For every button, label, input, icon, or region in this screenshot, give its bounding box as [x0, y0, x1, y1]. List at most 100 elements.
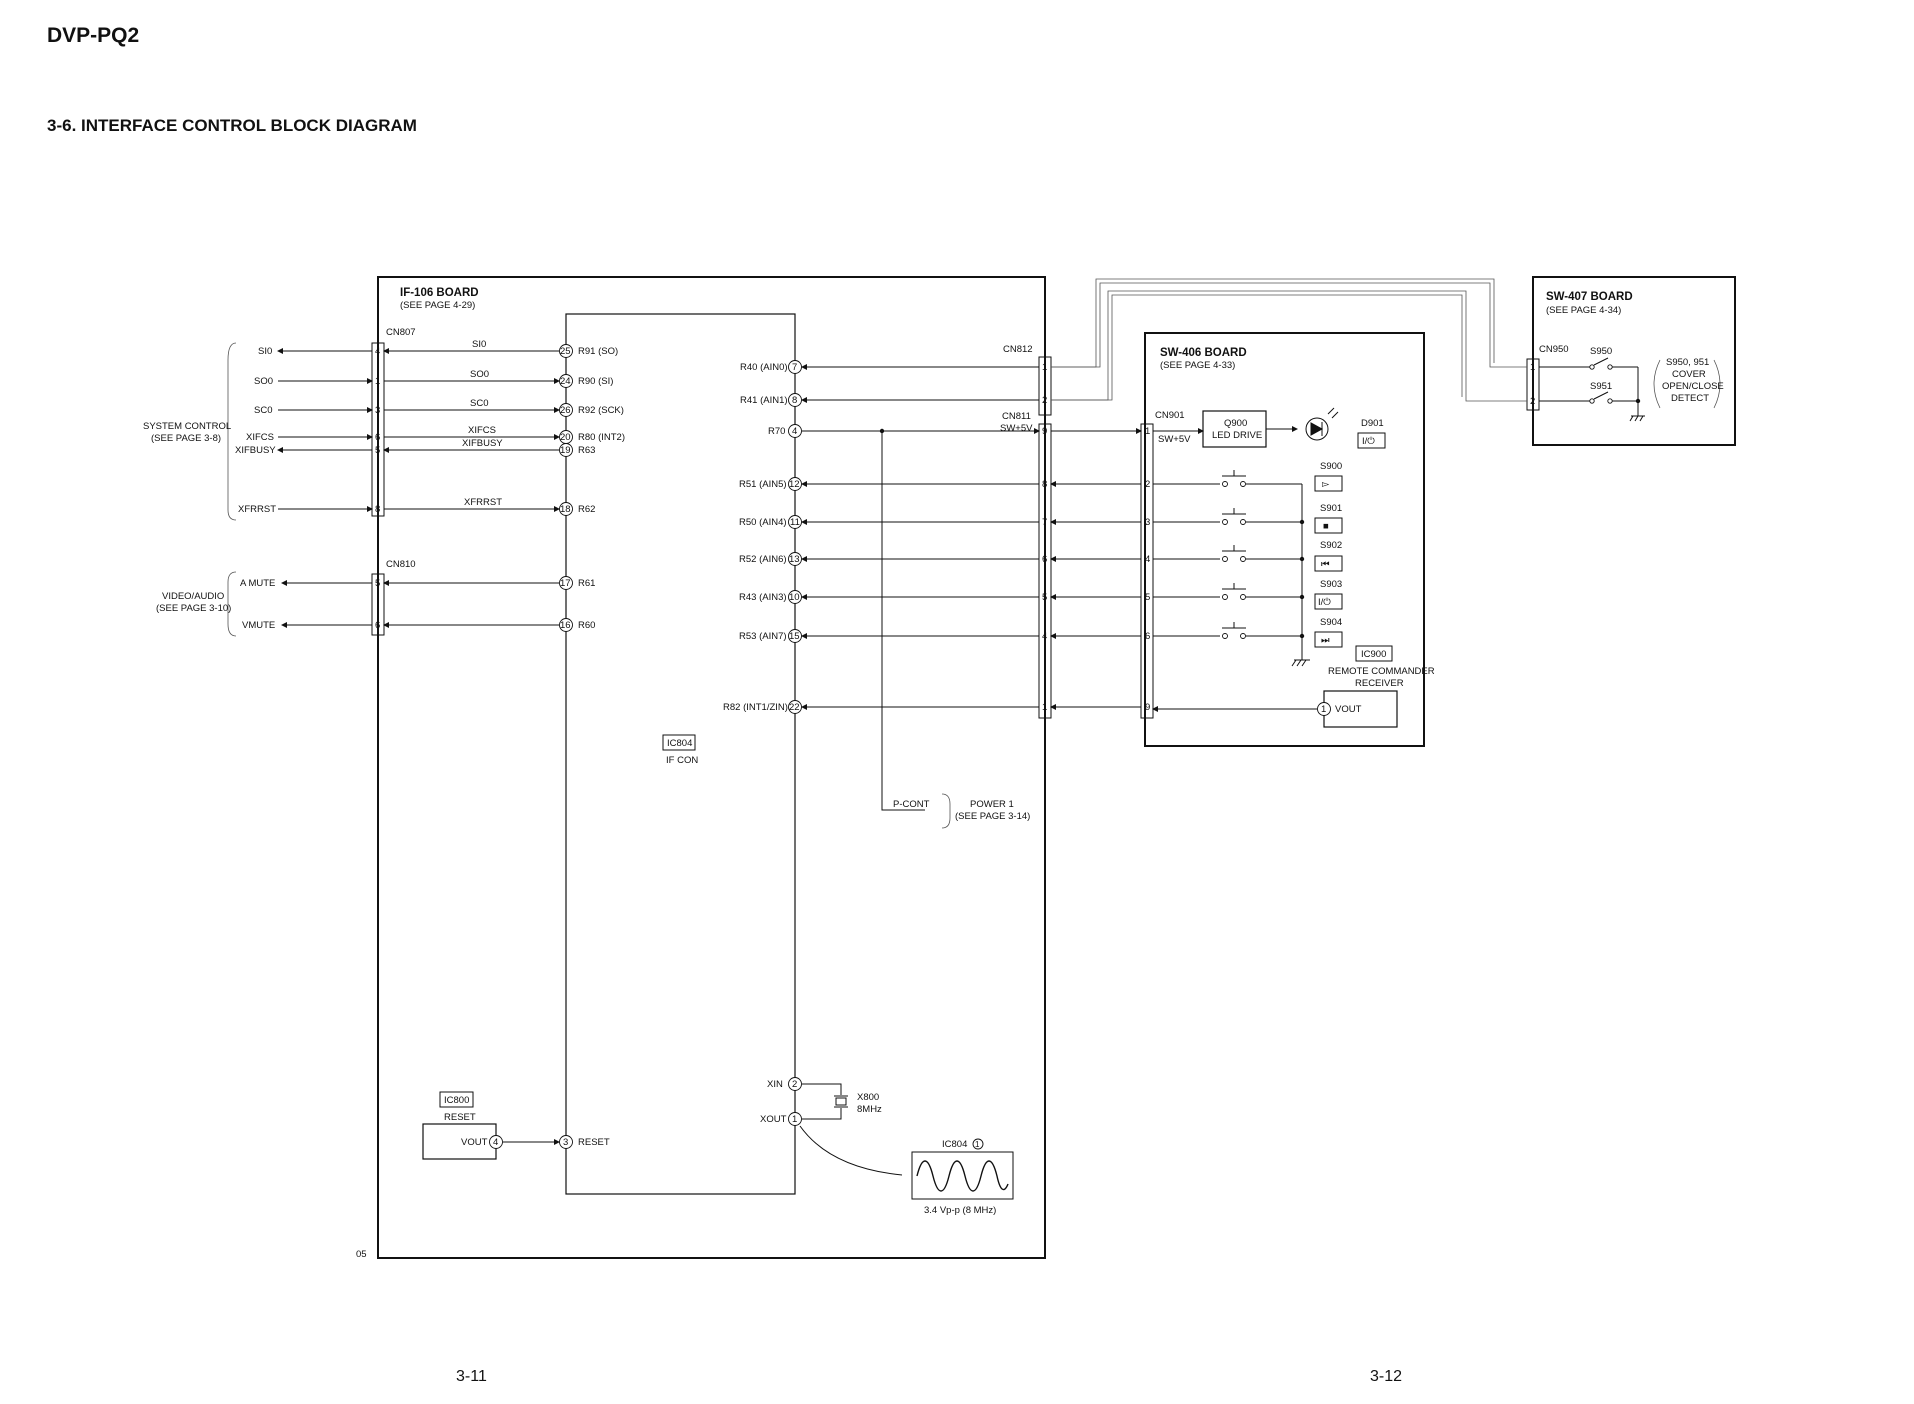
ic-port: R91 (SO)	[578, 346, 618, 357]
cn901-pin: 2	[1145, 479, 1150, 490]
ic-pin: 11	[790, 517, 800, 528]
xin-pin: 2	[792, 1079, 797, 1090]
sw407-board-name: SW-407 BOARD	[1546, 291, 1633, 303]
cover-label-4: DETECT	[1671, 393, 1709, 404]
cn807-connector	[371, 342, 385, 517]
ic-pin: 16	[560, 620, 571, 631]
cn807-pin: 4	[375, 346, 380, 357]
cn950-label: CN950	[1539, 344, 1569, 355]
ic-port: R61	[578, 578, 595, 589]
cn807-label: CN807	[386, 327, 416, 338]
ic-port: R62	[578, 504, 595, 515]
d901-symbol-box	[1357, 432, 1386, 449]
cn807-pin: 5	[375, 445, 380, 456]
cn811-pin: 5	[1042, 592, 1047, 603]
ic-pin: 7	[792, 362, 797, 373]
q900-body	[1202, 410, 1267, 448]
cn901-label: CN901	[1155, 410, 1185, 421]
ic800-label-box	[439, 1091, 474, 1108]
video-audio-brace	[227, 571, 237, 637]
ic-port: R52 (AIN6)	[739, 554, 787, 565]
ic-row-r82: R82 (INT1/ZIN) 22 1 9	[723, 700, 1150, 714]
ic-port: R50 (AIN4)	[739, 517, 787, 528]
ic800-label: IC800	[444, 1095, 469, 1106]
cn810-pin: 6	[375, 620, 380, 631]
cn810-label: CN810	[386, 559, 416, 570]
ic900-label: IC900	[1361, 649, 1386, 660]
x800-frequency: 8MHz	[857, 1104, 882, 1115]
ic900-label-box	[1355, 645, 1393, 662]
cn812-label: CN812	[1003, 344, 1033, 355]
cn901-pin: 9	[1145, 702, 1150, 713]
ic-pin: 10	[789, 592, 800, 603]
ic-row-r40: R40 (AIN0) 7 1	[740, 360, 1047, 374]
system-control-label: SYSTEM CONTROL	[143, 421, 231, 432]
ic-port: R60	[578, 620, 595, 631]
ic-row-r52: R52 (AIN6) 13 6 4	[739, 552, 1150, 566]
cn901-pin: 5	[1145, 592, 1150, 603]
cn812-pin: 2	[1042, 395, 1047, 406]
cn811-pin: 1	[1042, 702, 1047, 713]
cn807-row-xifcs: XIFCS 6 XIFCS 20 R80 (INT2)	[246, 425, 625, 444]
ext-signal-label: SC0	[254, 405, 272, 416]
p-cont-wire	[881, 431, 925, 811]
ic-port: R43 (AIN3)	[739, 592, 787, 603]
ic800-vout: VOUT	[461, 1137, 488, 1148]
ic800-pin: 4	[493, 1137, 498, 1148]
cn807-pin: 8	[375, 504, 380, 515]
ic900-pin: 1	[1321, 704, 1326, 715]
ext-signal-label: XIFCS	[246, 432, 274, 443]
ic-pin: 4	[792, 426, 797, 437]
ext-signal-label: XIFBUSY	[235, 445, 276, 456]
p-cont-label: P-CONT	[893, 799, 930, 810]
xin-label: XIN	[767, 1079, 783, 1090]
ic-pin: 8	[792, 395, 797, 406]
ic804-label-box	[662, 734, 696, 751]
ic-row-r50: R50 (AIN4) 11 7 3	[739, 515, 1150, 529]
sheet-code: 05	[356, 1249, 367, 1260]
cn811-pin: 7	[1042, 517, 1047, 528]
system-control-brace	[227, 342, 237, 521]
ic-row-r43: R43 (AIN3) 10 5 5	[739, 590, 1150, 604]
page-number-left: 3-11	[456, 1368, 487, 1385]
cover-cable-2	[1051, 290, 1527, 402]
ic-pin: 18	[560, 504, 571, 515]
ic-port: R92 (SCK)	[578, 405, 624, 416]
cn811-pin: 8	[1042, 479, 1047, 490]
system-control-ref: (SEE PAGE 3-8)	[151, 433, 221, 444]
waveform-box	[911, 1151, 1014, 1200]
cn811-pin: 4	[1042, 631, 1047, 642]
ic-port: R51 (AIN5)	[739, 479, 787, 490]
model-name: DVP-PQ2	[47, 24, 140, 47]
sw406-board-ref: (SEE PAGE 4-33)	[1160, 360, 1235, 371]
ic804-body	[565, 313, 796, 1195]
wire-label: SO0	[470, 369, 489, 380]
cn807-row-si0: SI0 4 SI0 25 R91 (SO)	[258, 339, 618, 358]
cn807-pin: 3	[375, 405, 380, 416]
cover-label-3: OPEN/CLOSE	[1662, 381, 1724, 392]
switch-s902: S902 ⏮	[1153, 540, 1343, 572]
wire-label: SI0	[472, 339, 486, 350]
ext-signal-label: SO0	[254, 376, 273, 387]
switch-s904: S904 ⏭	[1153, 617, 1343, 648]
waveform-pointer	[799, 1125, 903, 1176]
xout-label: XOUT	[760, 1114, 787, 1125]
x800-label: X800	[857, 1092, 879, 1103]
d901-led-symbol	[1305, 417, 1329, 441]
ic-port: R70	[768, 426, 785, 437]
ic800-function: RESET	[444, 1112, 476, 1123]
ic-pin: 20	[560, 432, 571, 443]
ic804-function: IF CON	[666, 755, 698, 766]
cn807-row-xfrrst: XFRRST 8 XFRRST 18 R62	[238, 497, 595, 516]
switch-s901: S901 ■	[1153, 503, 1343, 534]
switch-s903: S903 I/⏻	[1153, 579, 1343, 610]
d901-symbol: I/⏻	[1362, 436, 1375, 447]
cn901-signal: SW+5V	[1158, 434, 1191, 445]
power1-label: POWER 1	[970, 799, 1014, 810]
cn807-pin: 6	[375, 432, 380, 443]
switch-symbol: ■	[1323, 521, 1329, 532]
if106-board-frame	[377, 276, 1046, 1259]
switch-ref: S902	[1320, 540, 1342, 551]
cn807-row-so0: SO0 1 SO0 24 R90 (SI)	[254, 369, 613, 388]
